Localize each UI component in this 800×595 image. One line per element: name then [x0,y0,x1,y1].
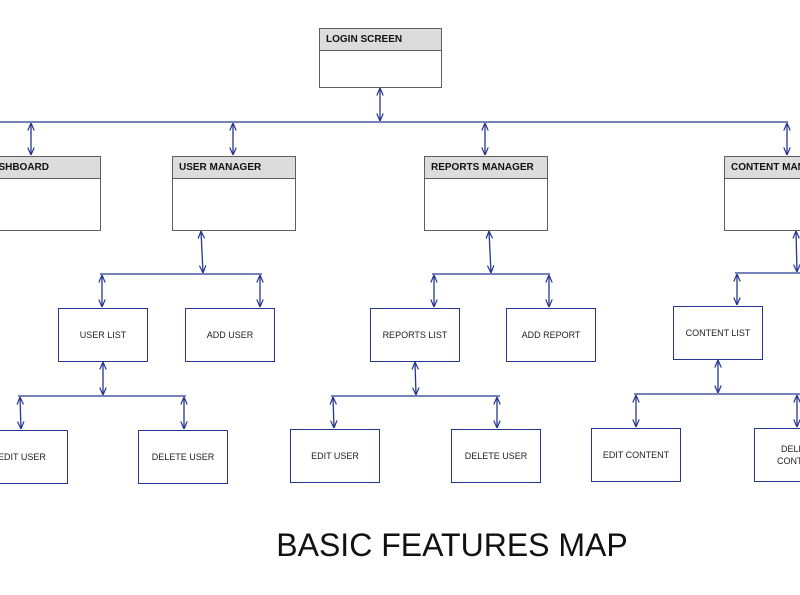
node-user-list-label: USER LIST [79,330,127,340]
node-reports-list-label: REPORTS LIST [382,330,448,340]
node-dashboard[interactable]: DASHBOARD [0,156,101,231]
connector-bus-to-edit-user [20,397,21,429]
node-user-manager-title: USER MANAGER [173,157,295,179]
node-reports-list[interactable]: REPORTS LIST [370,308,460,362]
node-edit-user-label: EDIT USER [0,452,46,462]
node-content-list-label: CONTENT LIST [685,328,751,338]
node-login-screen[interactable]: LOGIN SCREEN [319,28,442,88]
node-edit-user[interactable]: EDIT USER [0,430,68,484]
node-reports-delete-user[interactable]: DELETE USER [451,429,541,483]
node-user-manager[interactable]: USER MANAGER [172,156,296,231]
node-add-report[interactable]: ADD REPORT [506,308,596,362]
diagram-title: BASIC FEATURES MAP [276,527,628,563]
connector-bus-to-reports-edit-user [333,397,334,428]
node-add-report-label: ADD REPORT [521,330,581,340]
connector-user-manager-to-bus [201,231,203,273]
connector-content-manager-to-bus [796,231,797,272]
node-edit-content[interactable]: EDIT CONTENT [591,428,681,482]
node-reports-manager[interactable]: REPORTS MANAGER [424,156,548,231]
node-delete-user[interactable]: DELETE USER [138,430,228,484]
connector-reports-list-to-bus [415,362,416,395]
node-content-manager[interactable]: CONTENT MANAGER [724,156,800,231]
node-content-list[interactable]: CONTENT LIST [673,306,763,360]
node-reports-edit-user-label: EDIT USER [311,451,359,461]
node-delete-content-label: DELETE CONTENT [777,444,800,466]
node-delete-user-label: DELETE USER [151,452,215,462]
node-content-manager-title: CONTENT MANAGER [725,157,800,179]
node-reports-delete-user-label: DELETE USER [464,451,528,461]
node-add-user-label: ADD USER [206,330,254,340]
node-edit-content-label: EDIT CONTENT [602,450,670,460]
connector-reports-manager-to-bus [489,231,491,273]
node-add-user[interactable]: ADD USER [185,308,275,362]
node-user-list[interactable]: USER LIST [58,308,148,362]
node-reports-manager-title: REPORTS MANAGER [425,157,547,179]
node-delete-content[interactable]: DELETE CONTENT [754,428,800,482]
node-login-screen-title: LOGIN SCREEN [320,29,441,51]
node-dashboard-title: DASHBOARD [0,157,100,179]
node-reports-edit-user[interactable]: EDIT USER [290,429,380,483]
